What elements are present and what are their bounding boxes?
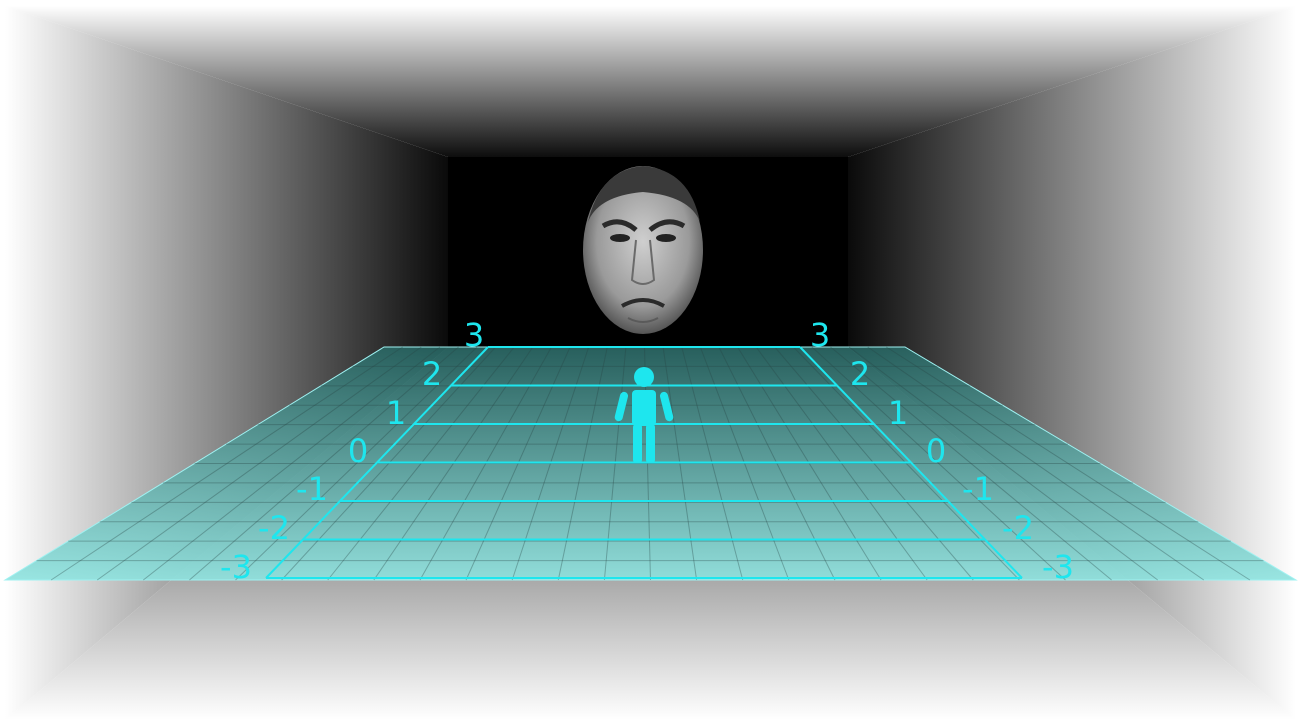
left-label-1: 1 [386, 394, 406, 432]
right-label-3: 3 [810, 316, 830, 354]
right-label-neg2: -2 [1002, 509, 1034, 547]
right-label-neg3: -3 [1042, 548, 1074, 586]
left-label-2: 2 [422, 355, 442, 393]
left-label-neg3: -3 [220, 548, 252, 586]
right-label-1: 1 [888, 394, 908, 432]
left-label-0: 0 [348, 432, 368, 470]
left-label-3: 3 [464, 316, 484, 354]
right-label-0: 0 [926, 432, 946, 470]
left-label-neg1: -1 [296, 470, 328, 508]
right-label-2: 2 [850, 355, 870, 393]
angry-face-photo [583, 166, 703, 334]
right-label-neg1: -1 [962, 470, 994, 508]
left-label-neg2: -2 [258, 509, 290, 547]
